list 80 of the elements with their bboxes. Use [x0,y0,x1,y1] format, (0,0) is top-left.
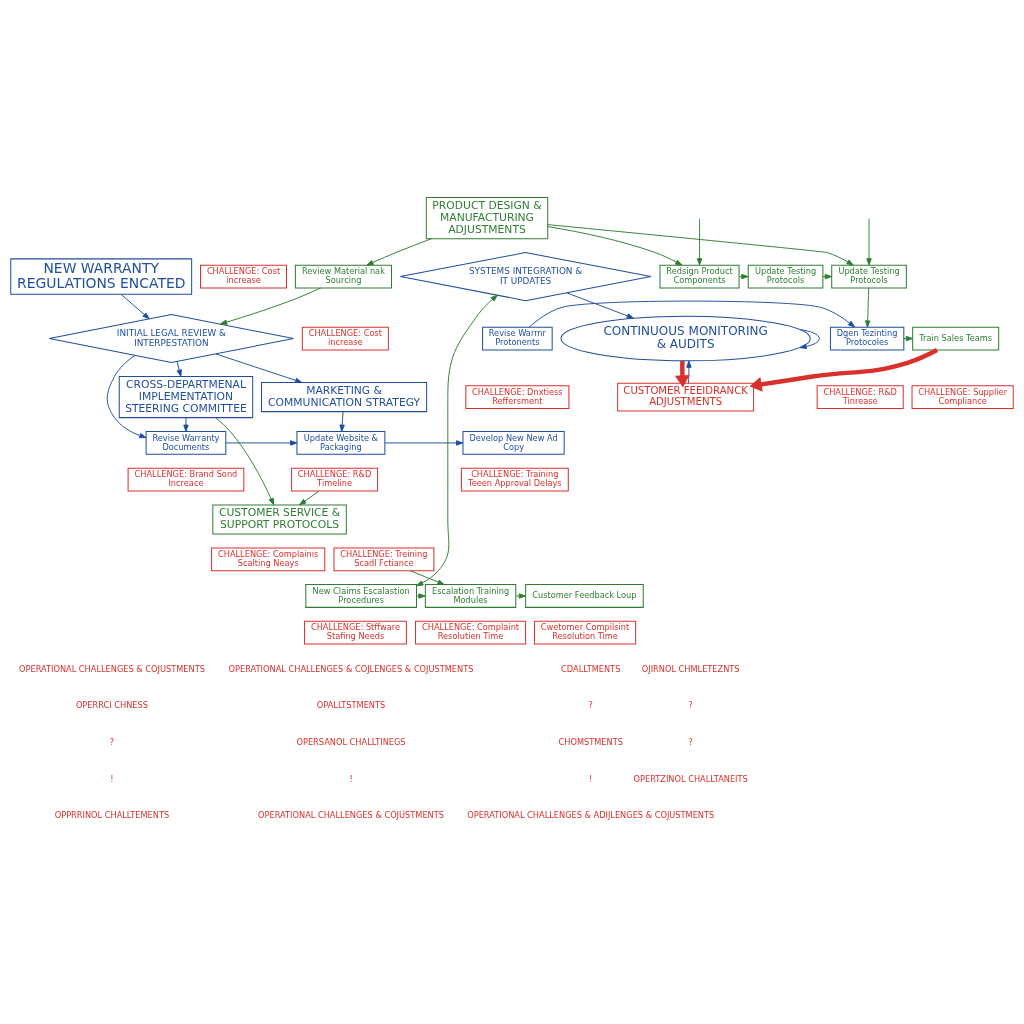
arrow [903,335,914,341]
node-box: Customer Feedback Loup [525,583,644,608]
node-box: PRODUCT DESIGN & MANUFACTURING ADJUSTMENTS [425,196,549,239]
arrow [183,416,189,432]
label: OPERATIONAL CHALLENGES & COJUSTMENTS [19,663,205,673]
node-box: MARKETING & COMMUNICATION STRATEGY [261,381,428,412]
node-box: CROSS-DEPARTMENAL IMPLEMENTATION STEERING COMMITTEE [118,375,254,418]
node-box: CHALLENGE: R&D Tinrease [816,384,904,409]
label: ! [110,773,114,784]
arrow [339,410,345,432]
arrow [366,237,433,266]
node-box: Revise Warrnr Protonents [482,326,553,350]
node-box: Revise Warranty Documents [145,430,227,455]
arrow [674,360,690,387]
node-box: Update Website & Packaging [296,430,386,455]
arrow [696,217,703,265]
label: ? [688,736,693,747]
arrow [416,592,426,599]
node-ellipse: CONTINUOUS MONITORING & AUDITS [560,315,811,361]
arrow [686,360,692,384]
label: ! [589,773,593,784]
label: OPPRRINOL CHALLTEMENTS [54,809,170,820]
arrow [106,354,147,438]
arrow [566,291,634,319]
node-box: CUSTOMER FEEIDRANCK ADJUSTMENTS [617,382,755,411]
arrow [528,300,856,328]
node-box: CHALLENGE: Cost increase [200,264,288,288]
label: OPERSANOL CHALLTINEGS [296,736,406,747]
node-box: Update Testing Protocols [831,264,907,288]
label: ? [588,699,593,710]
arrow [547,223,854,266]
label: CHOMSTMENTS [558,736,623,747]
node-box: CHALLENGE: R&D Timeline [291,467,379,491]
arrow [409,569,445,585]
arrow [822,273,832,279]
arrow [416,294,498,586]
node-box: CHALLENGE: Stffware Stafing Needs [304,620,407,645]
node-box: CUSTOMER SERVICE & SUPPORT PROTOCOLS [212,503,347,534]
label: OJIRNOL CHMLETEZNTS [641,663,740,673]
node-box: New Claims Escalastion Procedures [305,583,417,608]
node-box: Develop New New Ad Copy [462,430,565,455]
label: ? [109,736,115,747]
label: ! [349,773,353,784]
node-box: CHALLENGE: Cost increase [301,326,389,350]
node-box: CHALLENGE: Dnxtiess Reffersment [465,384,570,409]
label: ? [688,699,693,710]
arrow [120,293,150,319]
label: OPERTZINOL CHALLTANEITS [633,773,748,784]
arrow [547,225,683,266]
node-box: Escalation Training Modules [424,583,517,608]
arrow [865,287,871,328]
node-box: Train Sales Teams [912,326,1000,350]
node-box: Cwetomer Compilsint Resolution Time [533,620,637,645]
arrow [215,416,275,505]
label: OPALLTSTMENTS [316,699,386,710]
arrow [219,287,322,325]
node-box: CHALLENGE: Complainıs Scalting Neays [211,546,326,571]
label: OPERATIONAL CHALLENGES & COJUSTMENTS [258,809,444,820]
arrow [225,439,298,446]
node-box: NEW WARRANTY REGULATIONS ENCATED [10,257,193,295]
label: CDALLTMENTS [561,663,621,673]
node-box: CHALLENGE: Complaint Resolutien Time [415,620,527,645]
label: OPERRCI CHNESS [75,699,149,710]
arrow [799,328,820,349]
arrow [515,592,527,599]
arrow [749,347,939,392]
node-box: CHALLENGE: Brand Sond Increace [127,467,245,491]
node-box: CHALLENGE: Training Teeen Approval Delays [460,467,569,491]
label: OPERATIONAL CHALLENGES & COJLENGES & COJUSTMENTS [228,663,474,673]
arrow [738,273,749,279]
arrow [866,217,872,265]
label: OPERATIONAL CHALLENGES & ADIJLENGES & COJUSTMENTS [467,809,715,820]
node-box: Review Material nak Sourcing [294,264,392,288]
arrow [176,360,182,377]
arrow [215,352,303,383]
node-box: Redsign Product Components [659,264,740,288]
node-box: CHALLENGE: Supplier Compliance [911,384,1014,409]
arrow [299,490,320,505]
arrow [384,439,464,446]
node-box: CHALLENGE: Treining Scadl Fctiance [333,546,435,571]
